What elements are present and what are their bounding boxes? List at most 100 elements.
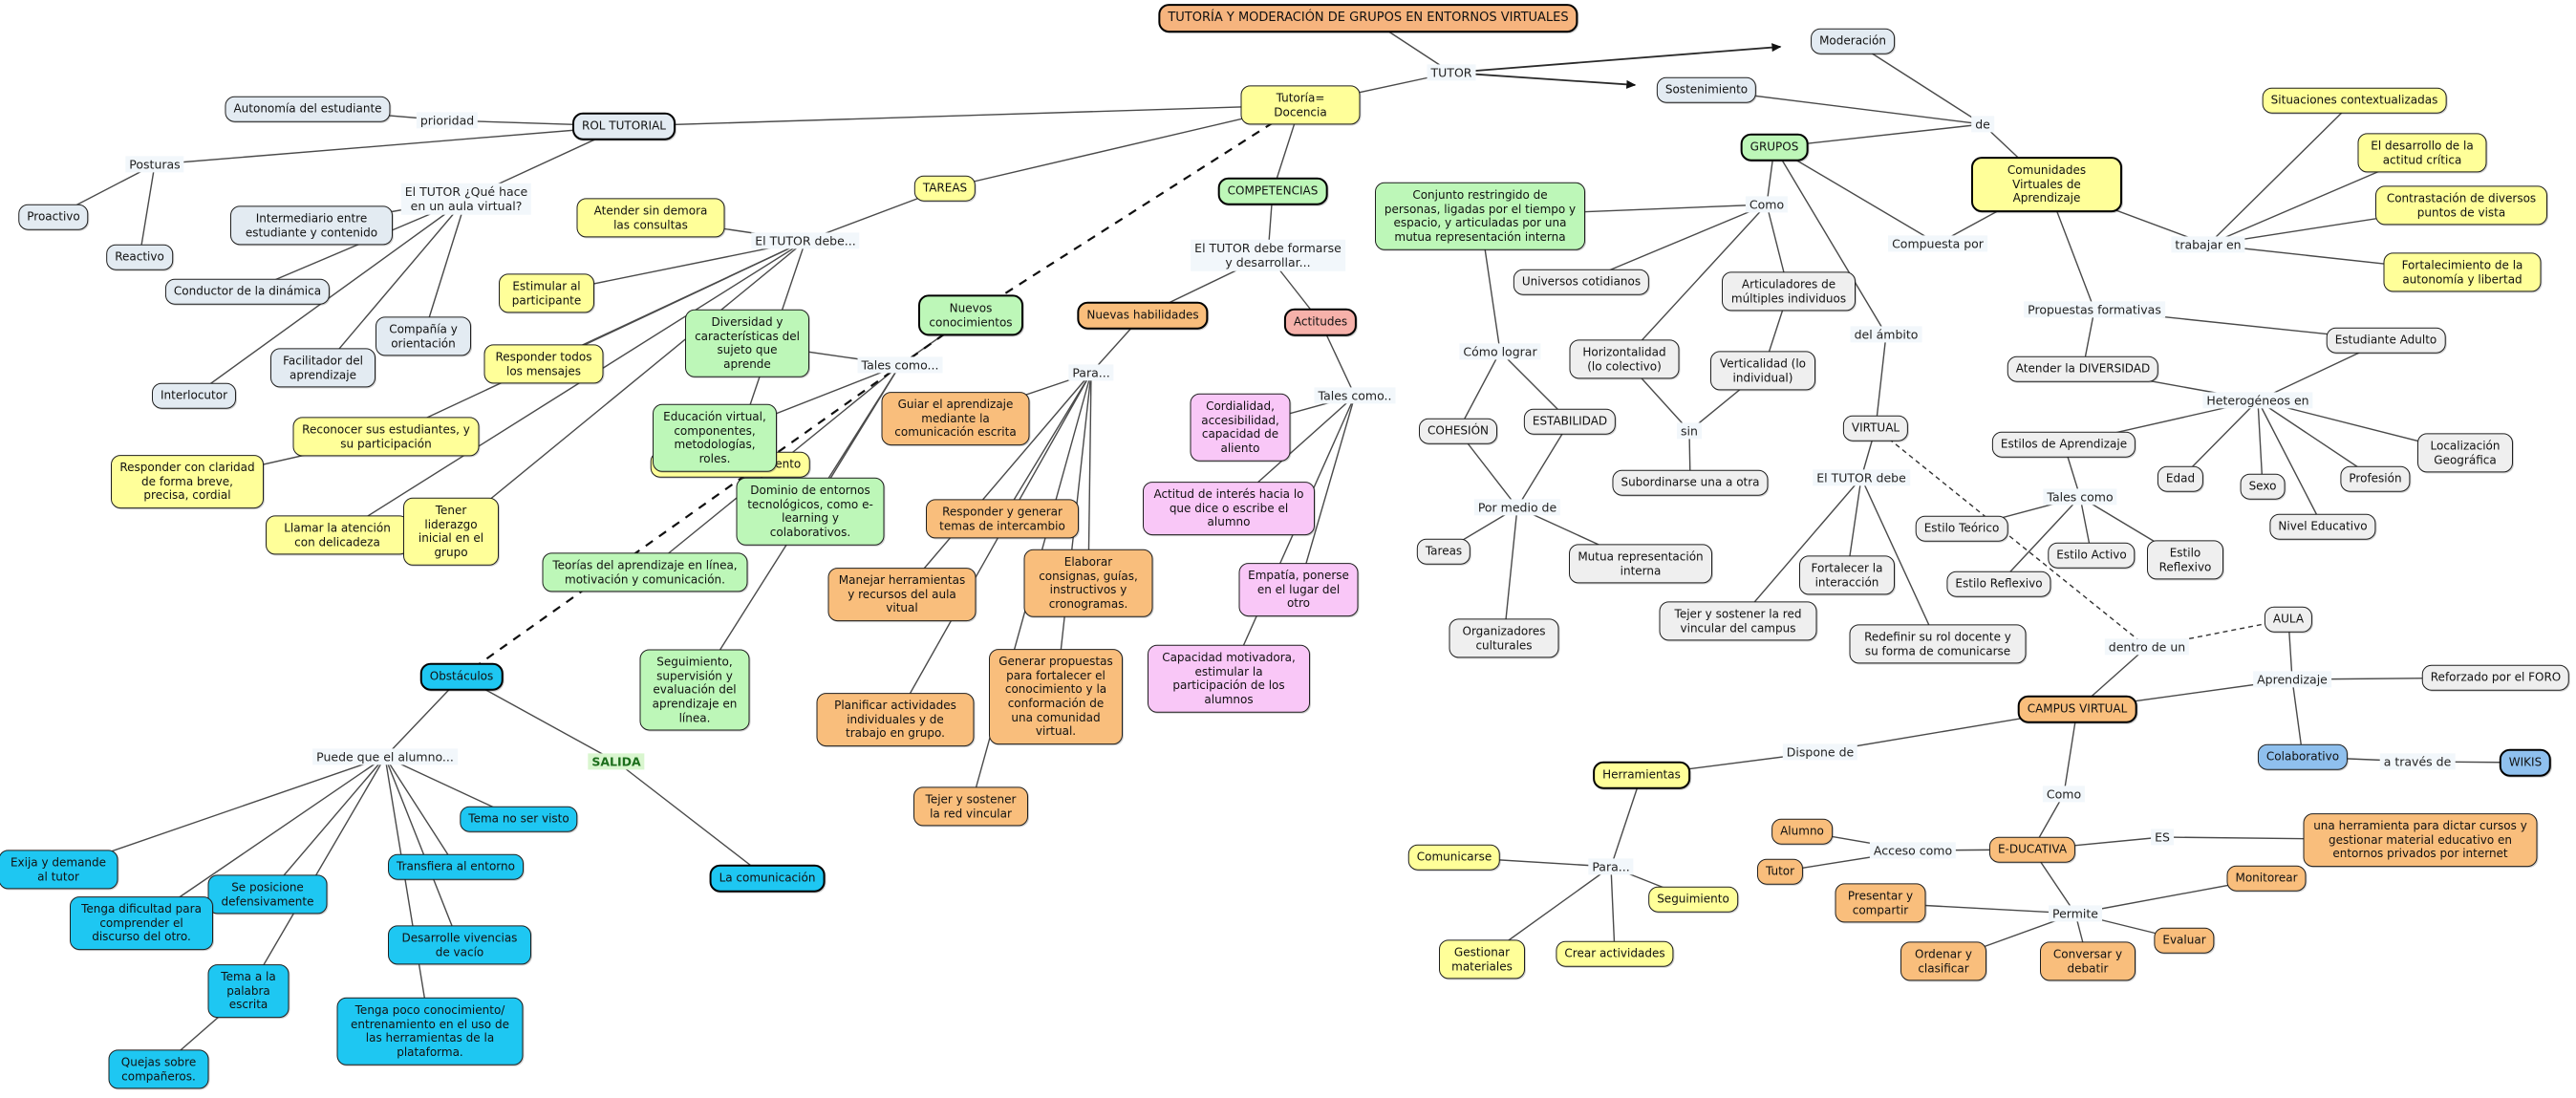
concept-node-exija[interactable]: Exija y demande al tutor	[0, 850, 118, 890]
concept-node-crear-actividades[interactable]: Crear actividades	[1556, 940, 1674, 967]
concept-node-horizontalidad[interactable]: Horizontalidad (lo colectivo)	[1569, 339, 1680, 379]
concept-node-competencias[interactable]: COMPETENCIAS	[1217, 177, 1328, 205]
concept-node-generar-propuestas[interactable]: Generar propuestas para fortalecer el co…	[989, 649, 1123, 744]
concept-node-virtual[interactable]: VIRTUAL	[1842, 415, 1909, 441]
concept-node-desarrolle[interactable]: Desarrolle vivencias de vacío	[388, 925, 531, 965]
concept-node-actitudes[interactable]: Actitudes	[1283, 308, 1358, 336]
concept-node-organizadores[interactable]: Organizadores culturales	[1449, 618, 1559, 658]
concept-node-capacidad-motivadora[interactable]: Capacidad motivadora, estimular la parti…	[1148, 644, 1310, 713]
concept-node-reactivo[interactable]: Reactivo	[106, 244, 173, 270]
concept-node-estudiante-adulto[interactable]: Estudiante Adulto	[2326, 327, 2446, 354]
concept-node-estilo-reflexivo1[interactable]: Estilo Reflexivo	[1946, 571, 2051, 597]
concept-node-elaborar[interactable]: Elaborar consignas, guías, instructivos …	[1023, 549, 1153, 617]
concept-node-facilitador[interactable]: Facilitador del aprendizaje	[270, 348, 376, 388]
concept-node-estilo-teorico[interactable]: Estilo Teórico	[1915, 515, 2008, 542]
concept-node-seguimiento-sup[interactable]: Seguimiento, supervisión y evaluación de…	[639, 649, 750, 731]
concept-node-rol-tutorial[interactable]: ROL TUTORIAL	[572, 112, 676, 140]
concept-node-dominio[interactable]: Dominio de entornos tecnológicos, como e…	[736, 477, 885, 546]
concept-node-tutor-box[interactable]: Tutor	[1756, 858, 1804, 885]
concept-node-estilos-aprendizaje[interactable]: Estilos de Aprendizaje	[1991, 431, 2136, 458]
concept-node-actitud-interes[interactable]: Actitud de interés hacia lo que dice o e…	[1143, 482, 1315, 535]
concept-node-estilo-activo[interactable]: Estilo Activo	[2048, 542, 2136, 569]
concept-node-tener-liderazgo[interactable]: Tener liderazgo inicial en el grupo	[403, 497, 499, 566]
concept-node-edad[interactable]: Edad	[2157, 465, 2204, 492]
concept-node-compania[interactable]: Compañía y orientación	[376, 316, 471, 356]
concept-node-guiar[interactable]: Guiar el aprendizaje mediante la comunic…	[881, 392, 1030, 445]
concept-node-sostenimiento[interactable]: Sostenimiento	[1656, 76, 1757, 103]
concept-node-nuevas-habilidades[interactable]: Nuevas habilidades	[1077, 301, 1209, 330]
concept-node-tareas1[interactable]: TAREAS	[913, 175, 977, 202]
concept-node-responder-todos[interactable]: Responder todos los mensajes	[483, 344, 604, 384]
concept-node-subordinarse[interactable]: Subordinarse una a otra	[1612, 469, 1769, 496]
concept-node-atender-sin-demora[interactable]: Atender sin demora las consultas	[576, 198, 725, 238]
concept-node-teorias[interactable]: Teorías del aprendizaje en línea, motiva…	[542, 552, 748, 592]
concept-node-quejas[interactable]: Quejas sobre compañeros.	[108, 1049, 209, 1089]
concept-node-tema-palabra[interactable]: Tema a la palabra escrita	[207, 964, 290, 1018]
concept-node-empatia[interactable]: Empatía, ponerse en el lugar del otro	[1238, 563, 1359, 616]
concept-node-tejer-red[interactable]: Tejer y sostener la red vincular	[913, 786, 1028, 827]
concept-node-profesion[interactable]: Profesión	[2340, 465, 2411, 492]
concept-node-tejer-campus[interactable]: Tejer y sostener la red vincular del cam…	[1659, 601, 1817, 641]
concept-node-se-posicione[interactable]: Se posicione defensivamente	[207, 874, 328, 915]
concept-node-situaciones[interactable]: Situaciones contextualizadas	[2262, 87, 2447, 114]
concept-node-seguimiento2[interactable]: Seguimiento	[1648, 886, 1738, 913]
concept-node-responder-generar[interactable]: Responder y generar temas de intercambio	[926, 499, 1079, 539]
concept-node-tenga-poco[interactable]: Tenga poco conocimiento/ entrenamiento e…	[336, 997, 524, 1066]
concept-node-reconocer[interactable]: Reconocer sus estudiantes, y su particip…	[292, 417, 480, 457]
concept-node-planificar[interactable]: Planificar actividades individuales y de…	[816, 693, 975, 746]
concept-node-obstaculos[interactable]: Obstáculos	[419, 662, 504, 691]
concept-node-title[interactable]: TUTORÍA Y MODERACIÓN DE GRUPOS EN ENTORN…	[1158, 4, 1578, 32]
concept-node-atender-diversidad[interactable]: Atender la DIVERSIDAD	[2007, 355, 2159, 382]
concept-node-manejar[interactable]: Manejar herramientas y recursos del aula…	[827, 568, 977, 621]
concept-node-educacion-virtual[interactable]: Educación virtual, componentes, metodolo…	[653, 403, 777, 472]
concept-node-estimular[interactable]: Estimular al participante	[499, 273, 594, 313]
concept-node-estilo-reflexivo2[interactable]: Estilo Reflexivo	[2147, 540, 2223, 580]
concept-node-comunidades[interactable]: Comunidades Virtuales de Aprendizaje	[1971, 157, 2122, 212]
concept-node-herramientas[interactable]: Herramientas	[1593, 761, 1690, 789]
concept-node-universos[interactable]: Universos cotidianos	[1513, 269, 1650, 295]
concept-node-e-ducativa[interactable]: E-DUCATIVA	[1988, 836, 2076, 863]
concept-node-campus[interactable]: CAMPUS VIRTUAL	[2017, 695, 2137, 723]
concept-node-tareas2[interactable]: Tareas	[1416, 538, 1471, 565]
concept-node-fortalecimiento[interactable]: Fortalecimiento de la autonomía y libert…	[2383, 252, 2542, 292]
concept-node-fortalecer[interactable]: Fortalecer la interacción	[1799, 555, 1895, 595]
concept-node-nuevos[interactable]: Nuevos conocimientos	[918, 294, 1023, 336]
concept-node-nivel-educativo[interactable]: Nivel Educativo	[2269, 513, 2376, 540]
concept-node-intermediario[interactable]: Intermediario entre estudiante y conteni…	[230, 205, 393, 246]
concept-node-sexo[interactable]: Sexo	[2240, 473, 2286, 500]
concept-node-estabilidad[interactable]: ESTABILIDAD	[1523, 408, 1617, 435]
concept-node-evaluar[interactable]: Evaluar	[2154, 927, 2215, 954]
concept-node-tutoria[interactable]: Tutoría= Docencia	[1240, 85, 1361, 125]
concept-node-conductor[interactable]: Conductor de la dinámica	[164, 278, 331, 305]
concept-node-autonomia[interactable]: Autonomía del estudiante	[225, 96, 391, 122]
concept-node-reforzado[interactable]: Reforzado por el FORO	[2421, 664, 2570, 691]
concept-node-contrastacion[interactable]: Contrastación de diversos puntos de vist…	[2375, 185, 2547, 226]
concept-node-aula[interactable]: AULA	[2264, 606, 2313, 633]
concept-node-comunicarse[interactable]: Comunicarse	[1407, 844, 1501, 871]
concept-node-herramienta-desc[interactable]: una herramienta para dictar cursos y ges…	[2303, 813, 2538, 867]
concept-node-localizacion[interactable]: Localización Geográfica	[2417, 433, 2513, 473]
concept-node-alumno[interactable]: Alumno	[1771, 818, 1833, 845]
concept-node-tema-no-visto[interactable]: Tema no ser visto	[460, 806, 578, 832]
concept-node-proactivo[interactable]: Proactivo	[18, 204, 89, 230]
concept-node-conversar[interactable]: Conversar y debatir	[2040, 941, 2136, 981]
concept-node-tenga-dificultad[interactable]: Tenga dificultad para comprender el disc…	[70, 896, 213, 950]
concept-node-articuladores[interactable]: Articuladores de múltiples individuos	[1722, 271, 1856, 312]
concept-node-wikis[interactable]: WIKIS	[2499, 748, 2552, 777]
concept-node-redefinir[interactable]: Redefinir su rol docente y su forma de c…	[1849, 624, 2027, 664]
concept-node-conjunto[interactable]: Conjunto restringido de personas, ligada…	[1375, 182, 1585, 250]
concept-node-desarrollo-actitud[interactable]: El desarrollo de la actitud crítica	[2357, 133, 2487, 173]
concept-node-verticalidad[interactable]: Verticalidad (lo individual)	[1710, 351, 1815, 391]
concept-node-la-comunicacion[interactable]: La comunicación	[709, 864, 826, 893]
concept-node-llamar[interactable]: Llamar la atención con delicadeza	[266, 515, 409, 555]
concept-node-cordialidad[interactable]: Cordialidad, accesibilidad, capacidad de…	[1190, 393, 1291, 462]
concept-node-responder-claridad[interactable]: Responder con claridad de forma breve, p…	[111, 455, 264, 508]
concept-node-colaborativo[interactable]: Colaborativo	[2257, 743, 2349, 770]
concept-node-moderacion[interactable]: Moderación	[1811, 28, 1895, 54]
concept-node-diversidad[interactable]: Diversidad y características del sujeto …	[685, 309, 809, 377]
concept-node-presentar[interactable]: Presentar y compartir	[1835, 883, 1926, 923]
concept-node-mutua[interactable]: Mutua representación interna	[1569, 544, 1712, 584]
concept-node-monitorear[interactable]: Monitorear	[2226, 865, 2307, 892]
concept-node-ordenar[interactable]: Ordenar y clasificar	[1900, 941, 1986, 981]
concept-node-cohesion[interactable]: COHESIÓN	[1418, 418, 1498, 444]
